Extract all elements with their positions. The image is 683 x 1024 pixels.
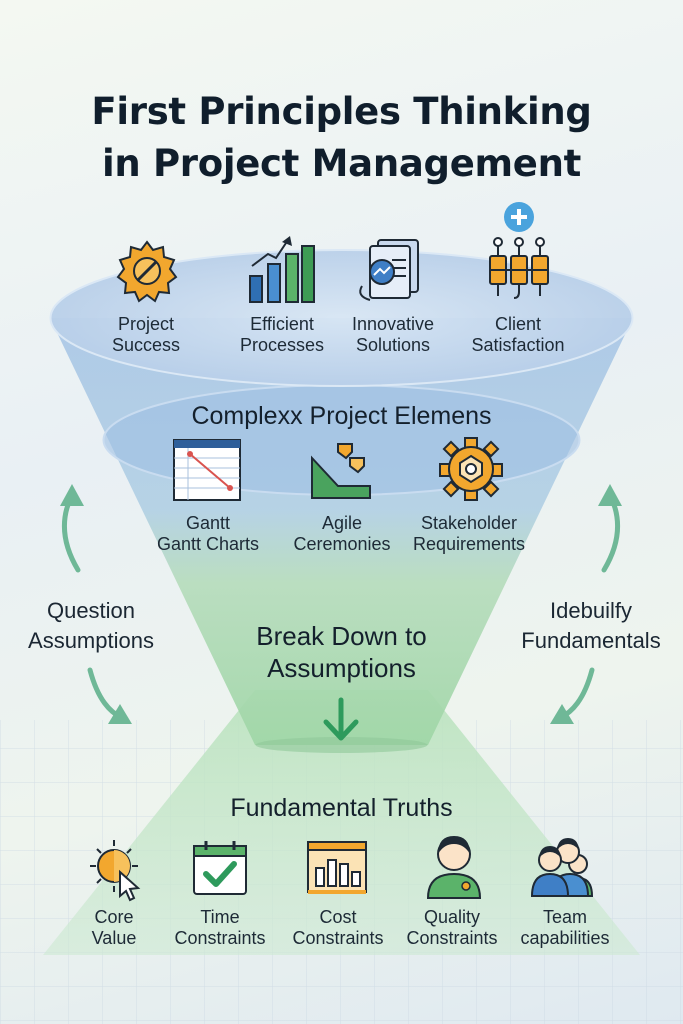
down-arrow-icon xyxy=(323,697,359,741)
sun-cursor-icon xyxy=(90,840,141,902)
page-title-line1: First Principles Thinking xyxy=(91,90,592,133)
complex-elements-title: Complexx Project Elemens xyxy=(191,402,492,430)
right-up-arrow xyxy=(601,492,620,573)
bar-chart-icon xyxy=(249,236,315,303)
left-up-arrow xyxy=(62,492,81,573)
page-title-line2: in Project Management xyxy=(101,142,582,185)
agile-board-icon xyxy=(311,443,371,499)
person-icon xyxy=(426,836,482,899)
gantt-chart-icon xyxy=(173,439,241,501)
team-icon xyxy=(530,838,594,897)
fundamental-truths-title: Fundamental Truths xyxy=(230,794,453,822)
calendar-check-icon xyxy=(193,841,247,895)
cost-chart-icon xyxy=(307,841,367,894)
funnel-top xyxy=(50,250,633,386)
connector-blocks-icon xyxy=(489,202,549,299)
document-icon xyxy=(359,239,419,301)
hexagon-gear-icon xyxy=(439,437,503,501)
lower-cone xyxy=(43,690,640,955)
gear-icon xyxy=(116,240,178,303)
